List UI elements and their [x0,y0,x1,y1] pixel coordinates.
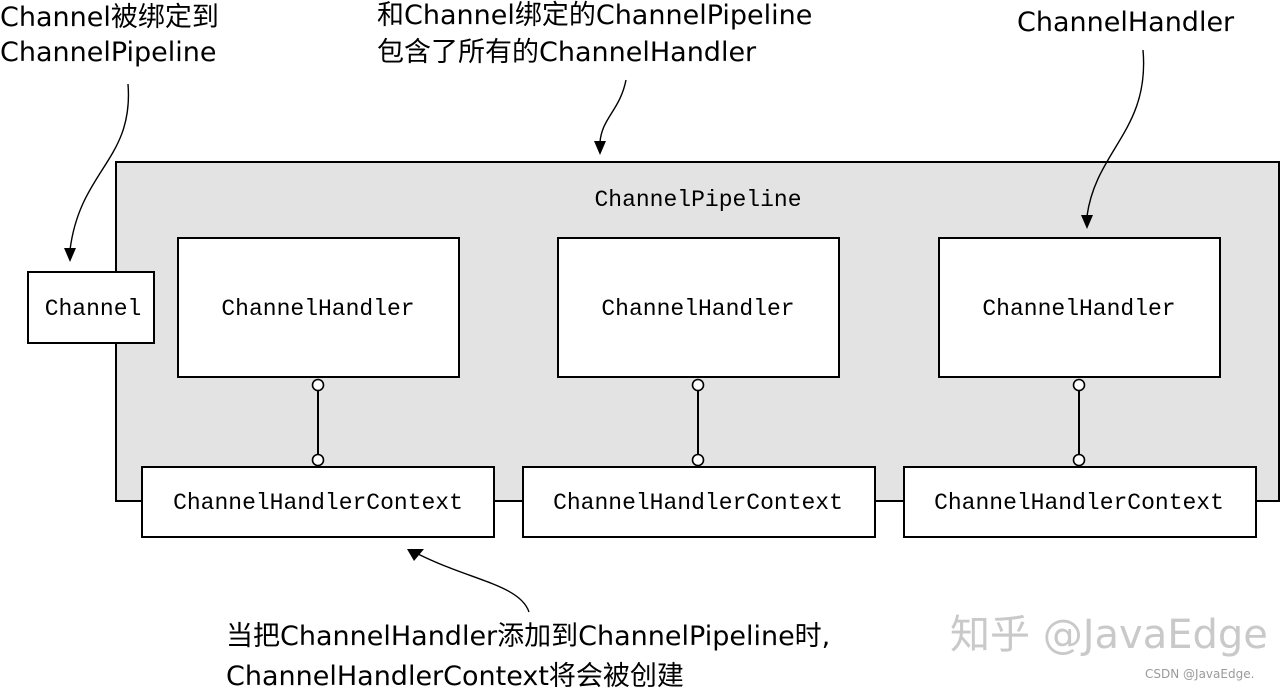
pipeline-title: ChannelPipeline [594,187,801,213]
csdn-watermark: CSDN @JavaEdge. [1145,667,1254,681]
handler-link-node-top-3 [1072,378,1086,392]
handler-link-node-bottom-2 [691,453,705,467]
channel-handler-context-box-2 [522,466,876,538]
annotation-channel-bound-line1: Channel被绑定到 [0,2,219,33]
arrow-to-context-head-icon [407,549,424,561]
channel-handler-context-label-1: ChannelHandlerContext [173,490,463,516]
annotation-context-note-line1: 当把ChannelHandler添加到ChannelPipeline时, [226,621,830,652]
handler-link-node-bottom-1 [311,453,325,467]
handler-link-node-top-2 [691,378,705,392]
channel-handler-label-1: ChannelHandler [221,296,414,322]
channel-handler-context-label-2: ChannelHandlerContext [553,490,843,516]
arrow-to-pipeline-head-icon [594,141,606,155]
channel-handler-box-2 [557,237,840,378]
annotation-handler-label: ChannelHandler [1017,7,1235,38]
channel-handler-label-2: ChannelHandler [601,296,794,322]
arrow-to-handler [1086,49,1145,217]
channel-box [27,271,155,344]
channel-handler-box-1 [177,237,460,378]
channel-handler-context-box-3 [903,466,1257,538]
channel-box-label: Channel [45,296,142,322]
arrow-to-channel-head-icon [64,248,76,262]
arrow-to-pipeline [599,79,627,143]
arrow-to-handler-head-icon [1081,215,1093,229]
channel-handler-box-3 [938,237,1221,378]
annotation-pipeline-note-line2: 包含了所有的ChannelHandler [377,37,757,68]
channel-handler-context-box-1 [141,466,495,538]
handler-link-node-bottom-3 [1072,453,1086,467]
channel-handler-context-label-3: ChannelHandlerContext [934,490,1224,516]
arrow-to-context [417,553,530,613]
arrow-to-channel [69,83,130,251]
channel-handler-label-3: ChannelHandler [982,296,1175,322]
zhihu-watermark: 知乎 @JavaEdge [950,612,1268,658]
annotation-channel-bound-line2: ChannelPipeline [0,37,217,68]
annotation-pipeline-note-line1: 和Channel绑定的ChannelPipeline [377,0,812,31]
annotation-context-note-line2: ChannelHandlerContext将会被创建 [226,661,684,691]
handler-link-node-top-1 [311,378,325,392]
